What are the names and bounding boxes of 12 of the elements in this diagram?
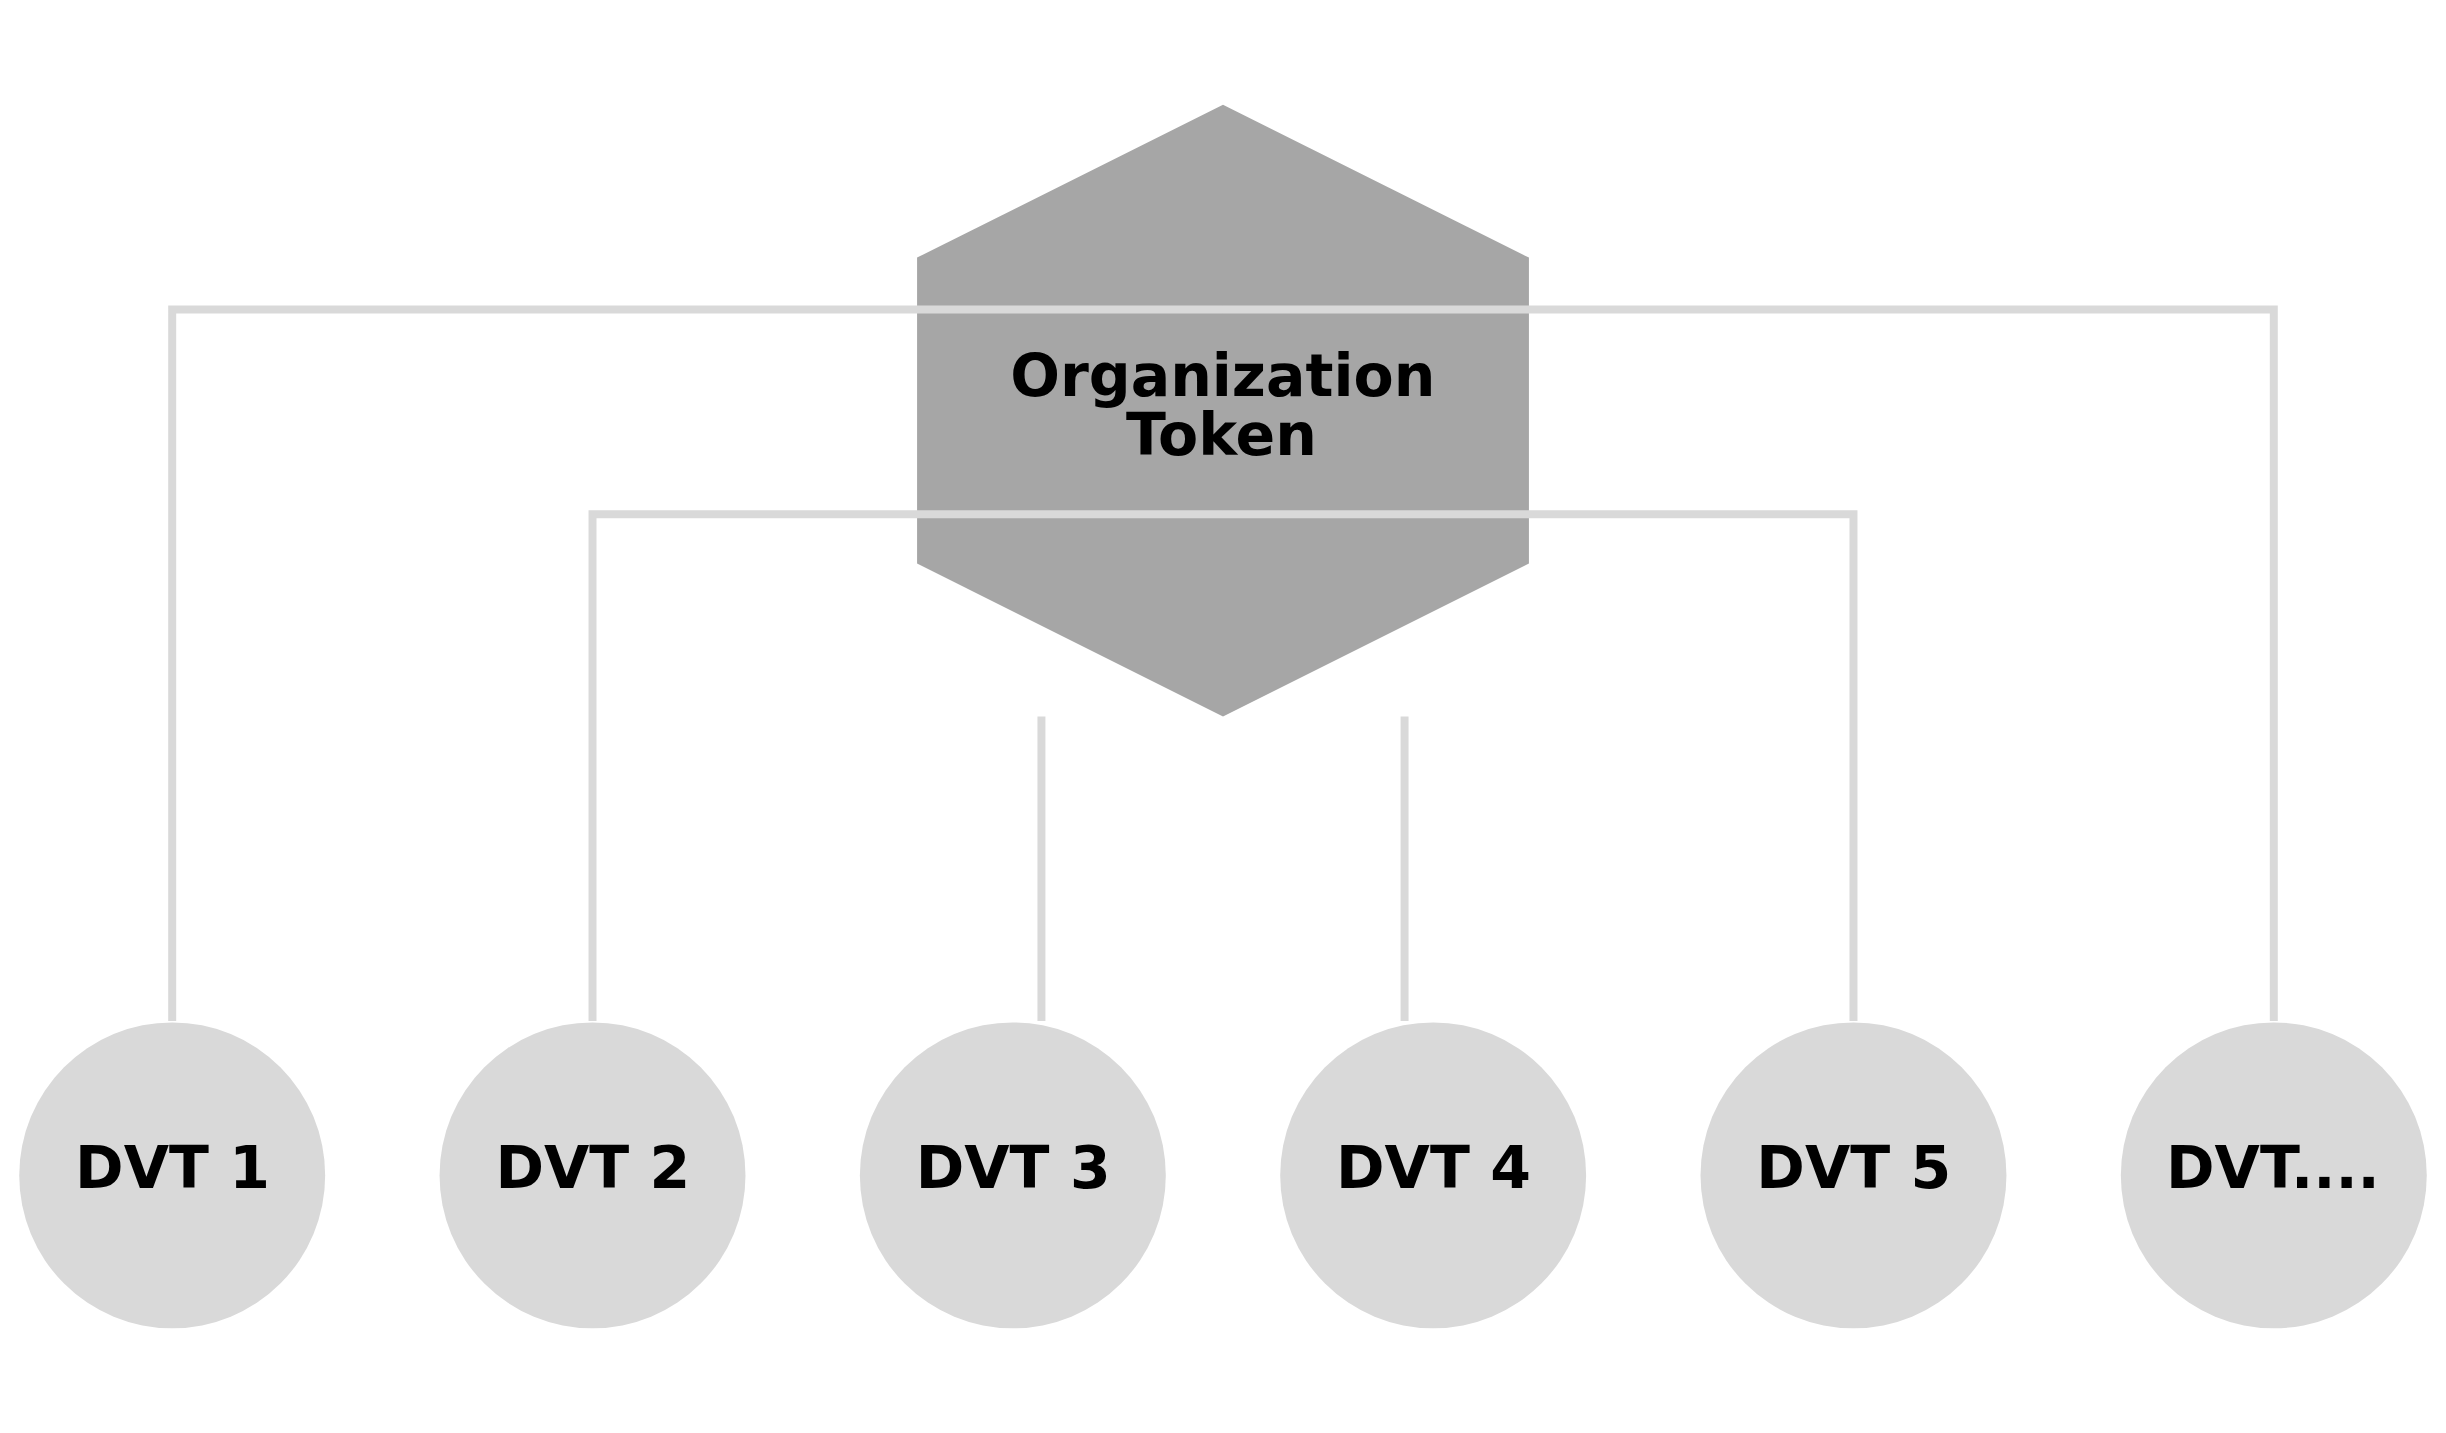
connector (168, 305, 1223, 1022)
node-circle: DVT 3 (859, 1022, 1166, 1329)
connector (1223, 510, 1858, 1022)
node-circle: DVT 4 (1280, 1022, 1587, 1329)
connector (588, 510, 1223, 1022)
connector (1400, 716, 1409, 1022)
node-circle: DVT.... (2120, 1022, 2427, 1329)
node-circle: DVT 5 (1700, 1022, 2007, 1329)
node-circle: DVT 2 (439, 1022, 746, 1329)
connector (1223, 305, 2278, 1022)
connector (1037, 716, 1046, 1022)
node-circle: DVT 1 (19, 1022, 326, 1329)
